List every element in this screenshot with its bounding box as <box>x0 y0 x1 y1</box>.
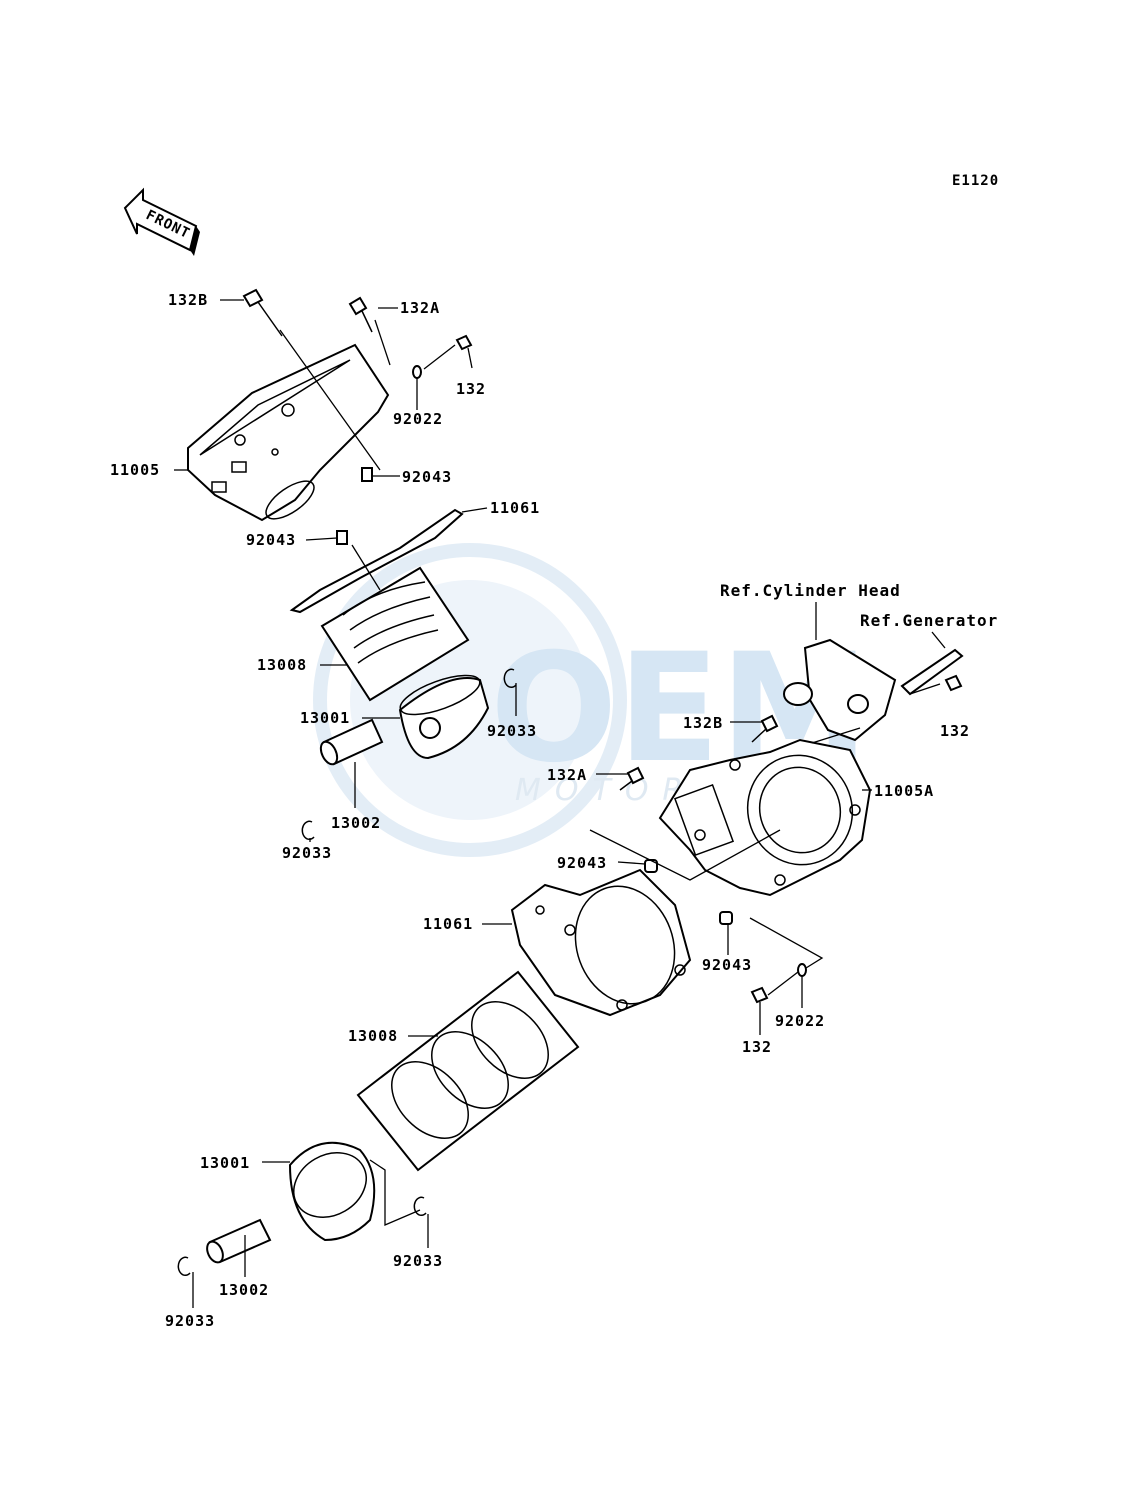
front-piston-icon <box>288 1141 376 1242</box>
rear-bolt-132a-icon <box>348 296 373 333</box>
rear-piston-icon <box>398 674 490 760</box>
front-bolt-132a-icon <box>619 766 645 791</box>
front-label-132-lower: 132 <box>742 1038 772 1056</box>
rear-label-13008: 13008 <box>257 656 307 674</box>
rear-label-132a: 132A <box>400 299 440 317</box>
front-piston-pin-icon <box>206 1218 272 1264</box>
front-cylinder-group: Ref.Cylinder Head Ref.Generator <box>165 581 998 1330</box>
rear-label-92043-upper: 92043 <box>402 468 452 486</box>
front-label-13001: 13001 <box>200 1154 250 1172</box>
front-label-92022: 92022 <box>775 1012 825 1030</box>
rear-label-13002: 13002 <box>331 814 381 832</box>
rear-clip-left-icon <box>301 820 315 841</box>
front-bolt-132b-icon <box>751 714 779 743</box>
front-label-92033-right: 92033 <box>393 1252 443 1270</box>
rear-washer-92022-icon <box>412 365 422 379</box>
front-label-11005a: 11005A <box>874 782 934 800</box>
front-label-92043-right: 92043 <box>702 956 752 974</box>
rear-label-11005: 11005 <box>110 461 160 479</box>
cylinder-head-fitting-icon <box>783 638 897 742</box>
front-label-13002: 13002 <box>219 1281 269 1299</box>
generator-pin-icon <box>900 648 964 696</box>
front-label-92043-left: 92043 <box>557 854 607 872</box>
front-bolt-132-upper-icon <box>944 674 963 692</box>
front-ring-set-icon <box>356 970 580 1172</box>
rear-piston-pin-icon <box>319 718 384 766</box>
front-clip-right-icon <box>413 1196 427 1217</box>
rear-gasket-icon <box>289 508 464 614</box>
rear-label-92033-right: 92033 <box>487 722 537 740</box>
rear-bolt-132-icon <box>455 334 473 351</box>
front-label-132-upper: 132 <box>940 722 970 740</box>
front-label-11061: 11061 <box>423 915 473 933</box>
front-bolt-132-lower-icon <box>750 986 769 1004</box>
rear-label-92043-lower: 92043 <box>246 531 296 549</box>
rear-dowel-lower-icon <box>336 530 348 545</box>
front-gasket-icon <box>510 868 692 1017</box>
rear-clip-right-icon <box>503 668 517 689</box>
rear-ring-set-icon <box>320 566 470 702</box>
rear-cylinder-block <box>187 343 390 522</box>
front-clip-left-icon <box>177 1256 191 1277</box>
diagram-code: E1120 <box>952 173 999 189</box>
front-label-132a: 132A <box>547 766 587 784</box>
rear-bolt-132b-icon <box>242 288 283 337</box>
front-label-132b: 132B <box>683 714 723 732</box>
rear-label-11061: 11061 <box>490 499 540 517</box>
rear-cylinder-group: 132B 132A 132 92022 11005 92043 11061 92… <box>110 288 540 862</box>
rear-label-13001: 13001 <box>300 709 350 727</box>
rear-label-92022: 92022 <box>393 410 443 428</box>
front-label-92033-left: 92033 <box>165 1312 215 1330</box>
front-washer-92022-icon <box>797 963 807 977</box>
ref-cylinder-head: Ref.Cylinder Head <box>720 581 901 600</box>
front-label-13008: 13008 <box>348 1027 398 1045</box>
rear-label-132: 132 <box>456 380 486 398</box>
rear-label-92033-left: 92033 <box>282 844 332 862</box>
front-dowel-left-icon <box>644 859 658 873</box>
front-arrow-icon: FRONT <box>123 187 200 256</box>
rear-dowel-upper-icon <box>361 467 373 482</box>
rear-label-132b: 132B <box>168 291 208 309</box>
front-dowel-right-icon <box>719 911 733 925</box>
front-cylinder-block <box>658 738 872 897</box>
ref-generator: Ref.Generator <box>860 611 998 630</box>
